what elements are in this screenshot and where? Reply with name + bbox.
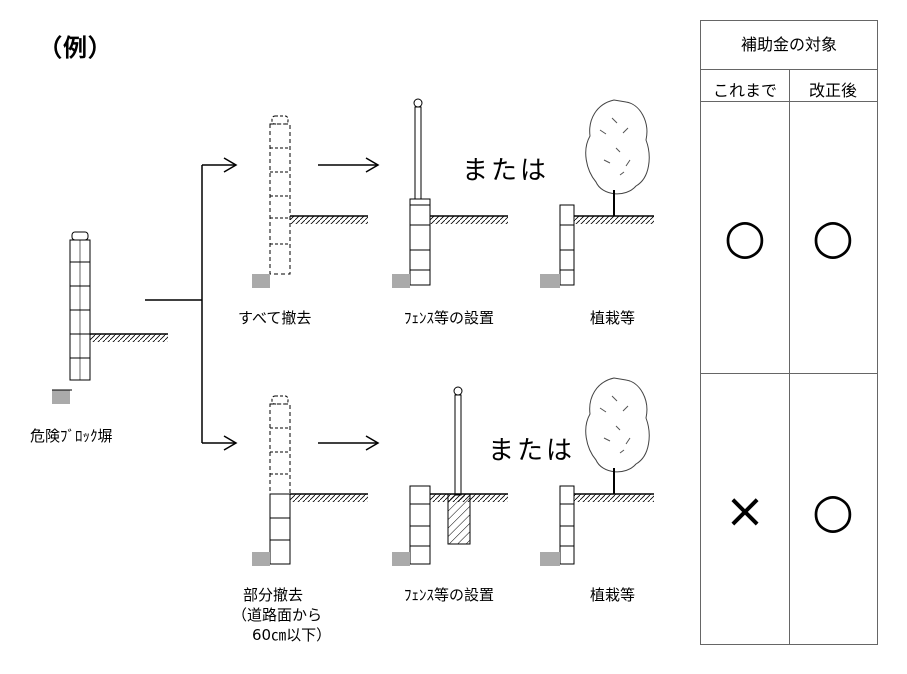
page-title: （例） — [38, 34, 113, 62]
subsidy-table: 補助金の対象 これまで 改正後 ○ ○ × ○ — [700, 20, 878, 645]
column-header-before: これまで — [712, 81, 777, 100]
fence-figure-top — [392, 98, 508, 288]
dangerous-wall-label: 危険ﾌﾞﾛｯｸ塀 — [30, 427, 113, 445]
fence-label-top: ﾌｪﾝｽ等の設置 — [404, 309, 495, 327]
planting-figure-top — [540, 99, 654, 288]
partial-removal-label: 部分撤去 — [243, 586, 304, 604]
removed-wall-top — [252, 115, 368, 288]
row2-before-mark: × — [724, 483, 766, 539]
fence-figure-bottom — [392, 386, 508, 566]
planting-label-bottom: 植栽等 — [590, 586, 636, 604]
row1-before-mark: ○ — [724, 209, 766, 265]
partial-removal-note-2: 60㎝以下） — [252, 626, 332, 644]
or-label-top: または — [462, 156, 550, 186]
table-header: 補助金の対象 — [740, 35, 837, 54]
partial-removed-wall — [252, 395, 368, 566]
row1-after-mark: ○ — [812, 209, 854, 265]
fence-label-bottom: ﾌｪﾝｽ等の設置 — [404, 586, 495, 604]
planting-label-top: 植栽等 — [590, 309, 636, 327]
remove-all-label: すべて撤去 — [238, 309, 312, 327]
dangerous-wall-figure — [52, 231, 168, 404]
partial-removal-note-1: （道路面から — [232, 606, 323, 624]
or-label-bottom: または — [488, 436, 576, 466]
branch-arrows — [145, 157, 380, 451]
row2-after-mark: ○ — [812, 483, 854, 539]
planting-figure-bottom — [540, 377, 654, 566]
column-header-after: 改正後 — [808, 81, 857, 100]
